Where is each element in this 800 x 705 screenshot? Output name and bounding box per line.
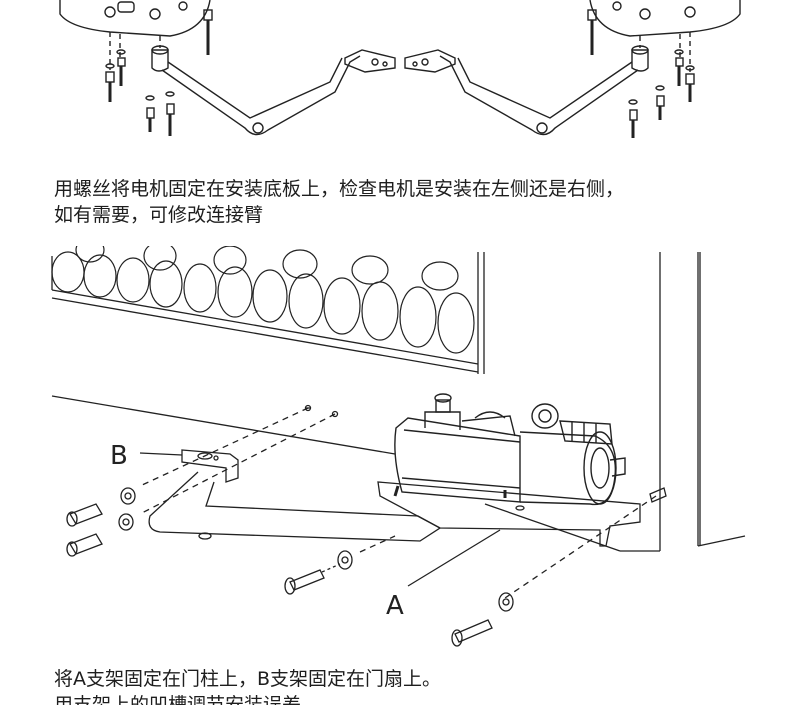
instruction-caption-2: 将A支架固定在门柱上，B支架固定在门扇上。 用支架上的凹槽调节安装误差 [54,666,754,705]
bracket-a-plate [377,481,641,547]
right-arm-outer [439,55,639,136]
right-arm-inner [457,57,633,119]
left-arm-inner [167,57,343,119]
gate-top-rail [51,289,479,365]
installation-figure: B A [0,246,800,651]
label-b: B [110,441,128,471]
gate-circle-pattern [51,246,475,354]
bracket-b [181,449,239,483]
label-a-leader [407,529,501,587]
left-shaft [151,49,169,72]
connecting-arm [148,471,442,542]
label-b-leader [139,452,183,456]
gate-lower-edge [51,395,396,455]
left-arm-bracket [344,49,396,73]
bracket-a-bolts [284,535,514,647]
installation-drawing: B A [51,246,746,647]
right-shaft [631,49,649,72]
bracket-b-bolts [66,487,136,557]
right-bolts [587,9,695,138]
motor [393,393,626,506]
caption-2-line-2: 用支架上的凹槽调节安装误差 [54,694,302,705]
caption-1-line-2: 如有需要，可修改连接臂 [54,204,264,226]
label-a: A [386,591,404,621]
arm-assembly-figure [0,0,800,165]
wall-anchor [649,487,667,503]
right-arm-bracket [404,49,456,73]
left-arm-outer [161,55,361,136]
caption-1-line-1: 用螺丝将电机固定在安装底板上，检查电机是安装在左侧还是右侧， [54,178,625,200]
instruction-caption-1: 用螺丝将电机固定在安装底板上，检查电机是安装在左侧还是右侧， 如有需要，可修改连… [54,176,754,228]
arm-assembly-drawing [59,0,741,138]
left-bolts [105,9,213,136]
caption-2-line-1: 将A支架固定在门柱上，B支架固定在门扇上。 [54,668,442,690]
